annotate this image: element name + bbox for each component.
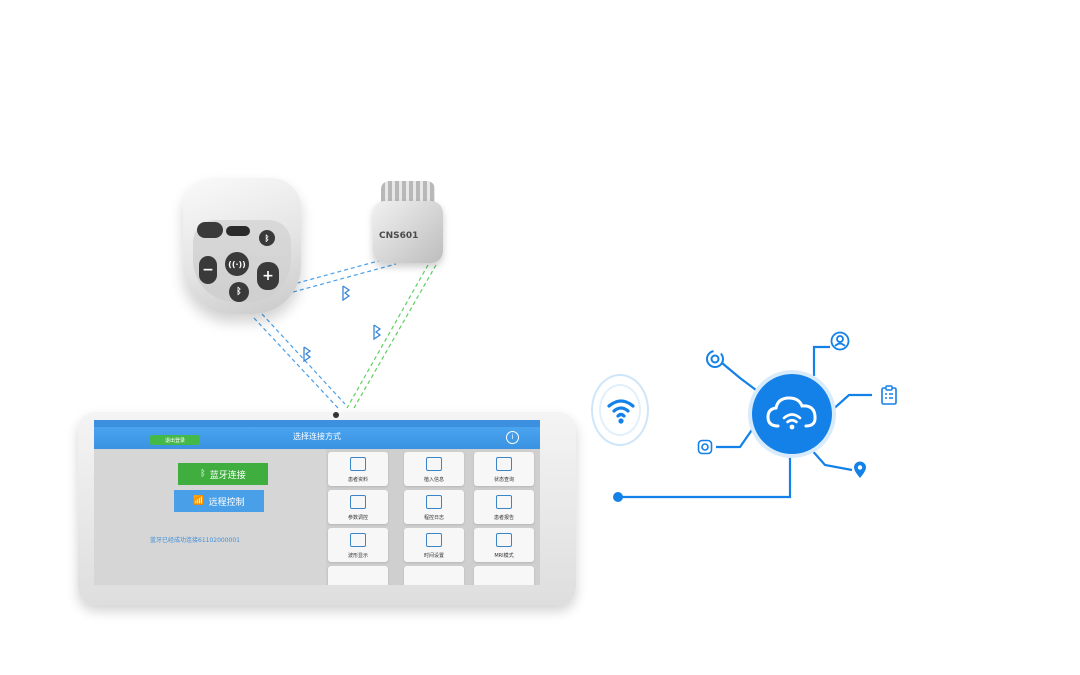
remote-controller: ᛒ − ((·)) + ᛒ: [183, 178, 301, 314]
tablet-screen: 退出登录 选择连接方式 i ᛒ 蓝牙连接 📶 远程控制 蓝牙已经成功连接6110…: [94, 420, 540, 585]
tile-label: 植入信息: [423, 477, 444, 483]
clock-icon: [426, 533, 442, 547]
clipboard-icon: [881, 385, 897, 405]
bluetooth-button[interactable]: ᛒ: [259, 230, 275, 246]
info-icon[interactable]: i: [506, 431, 519, 444]
function-grid: 患者资料 植入信息 状态查询参数调控 程控日志 患者报告波形显示 时间设置 MRI模式: [326, 449, 540, 585]
tile-partial[interactable]: [404, 566, 464, 585]
network-origin-dot: [613, 492, 623, 502]
tile-waveform[interactable]: 状态查询: [474, 452, 534, 486]
tile-chart[interactable]: 波形显示: [328, 528, 388, 562]
mri-icon: [496, 533, 512, 547]
location-pin-icon: [854, 461, 866, 478]
wifi-icon: [607, 399, 635, 424]
wifi-badge: [591, 374, 649, 446]
tile-partial[interactable]: [328, 566, 388, 585]
tablet-camera: [333, 412, 339, 418]
bluetooth-icon-2: [373, 324, 382, 341]
tile-image-report[interactable]: 患者报告: [474, 490, 534, 524]
user-icon: [830, 331, 850, 351]
bluetooth-center-button[interactable]: ᛒ: [229, 282, 249, 302]
tile-partial[interactable]: [474, 566, 534, 585]
tile-document[interactable]: 植入信息: [404, 452, 464, 486]
signal-button[interactable]: ((·)): [225, 252, 249, 276]
remote-control-button[interactable]: 📶 远程控制: [174, 490, 264, 512]
instagram-icon: [697, 439, 713, 455]
settings-refresh-icon: [706, 350, 724, 368]
tile-sliders[interactable]: 参数调控: [328, 490, 388, 524]
tile-label: 参数调控: [347, 515, 368, 521]
waveform-icon: [496, 457, 512, 471]
link-remote-implant-2: [292, 263, 397, 293]
network-lines: [618, 345, 872, 499]
tile-label: 患者报告: [493, 515, 514, 521]
patient-profile-icon: [350, 457, 366, 471]
tile-label: 时间设置: [423, 553, 444, 559]
image-report-icon: [496, 495, 512, 509]
wifi-icon: 📶: [193, 496, 205, 506]
bluetooth-icon: [342, 285, 351, 302]
link-remote-tablet: [253, 317, 339, 409]
tile-label: 状态查询: [493, 477, 514, 483]
logout-button[interactable]: 退出登录: [150, 435, 200, 445]
status-bar: [94, 420, 540, 427]
link-implant-tablet-2: [353, 264, 437, 409]
cloud-hub: [752, 374, 832, 454]
log-icon: [426, 495, 442, 509]
tile-label: 患者资料: [347, 477, 368, 483]
implant-device: CNS601: [373, 181, 443, 263]
link-implant-tablet: [346, 264, 429, 409]
bluetooth-icon: ᛒ: [200, 469, 206, 479]
app-bar: 退出登录 选择连接方式 i: [94, 427, 540, 449]
bluetooth-icon-3: [303, 346, 312, 363]
implant-model: CNS601: [379, 231, 419, 241]
page-title: 选择连接方式: [293, 432, 341, 441]
minus-button[interactable]: −: [199, 256, 217, 284]
bluetooth-connect-button[interactable]: ᛒ 蓝牙连接: [178, 463, 268, 485]
tile-mri[interactable]: MRI模式: [474, 528, 534, 562]
document-icon: [426, 457, 442, 471]
tile-label: 波形显示: [347, 553, 368, 559]
connection-status: 蓝牙已经成功连接61102000001: [150, 537, 240, 544]
tile-clock[interactable]: 时间设置: [404, 528, 464, 562]
battery-indicator: [226, 226, 250, 236]
signal-pill: [197, 222, 223, 238]
tile-log[interactable]: 程控日志: [404, 490, 464, 524]
chart-icon: [350, 533, 366, 547]
tile-label: 程控日志: [423, 515, 444, 521]
tile-patient-profile[interactable]: 患者资料: [328, 452, 388, 486]
plus-button[interactable]: +: [257, 262, 279, 290]
cloud-wifi-icon: [766, 396, 817, 430]
tile-label: MRI模式: [494, 553, 514, 559]
sliders-icon: [350, 495, 366, 509]
connection-pane: ᛒ 蓝牙连接 📶 远程控制 蓝牙已经成功连接61102000001: [94, 449, 326, 585]
link-remote-implant: [289, 256, 394, 286]
